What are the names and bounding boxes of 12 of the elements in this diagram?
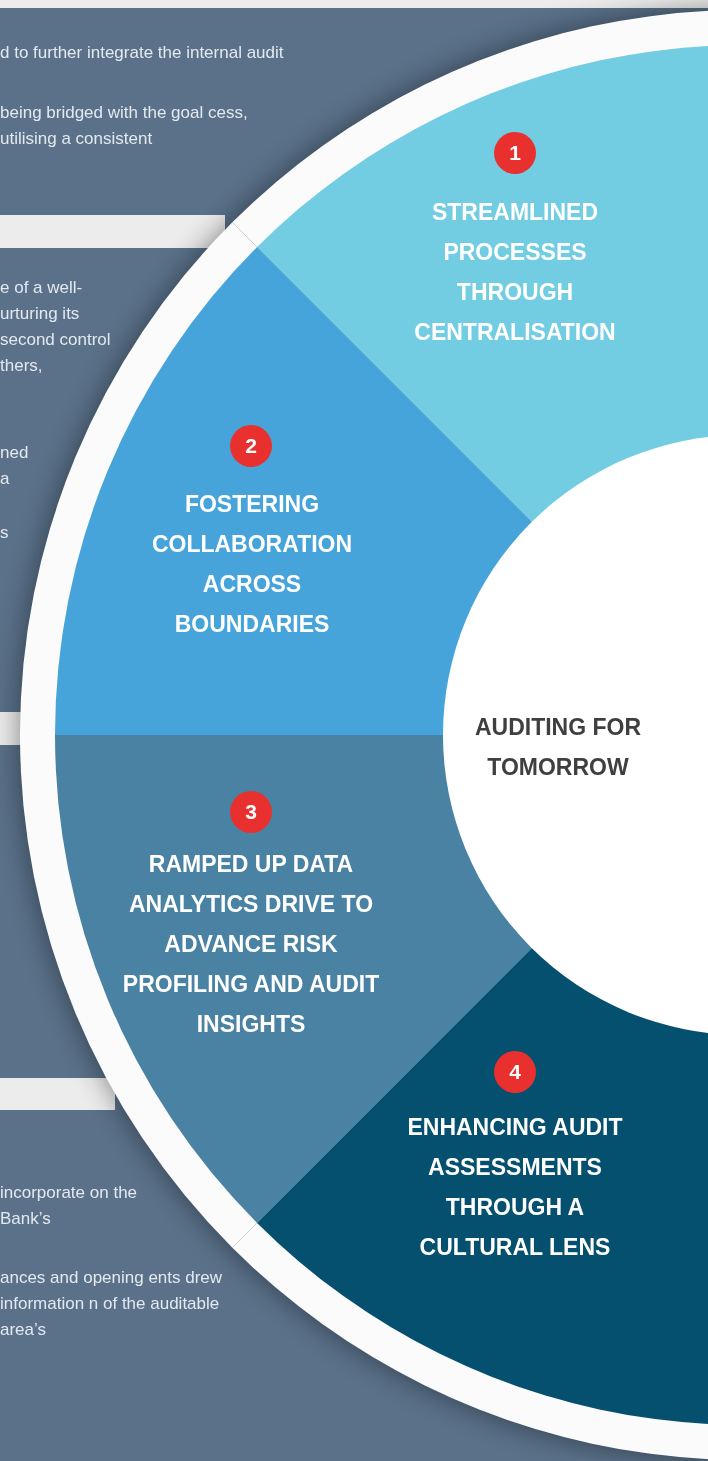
panel-paragraph: being bridged with the goal cess, utilising a consistent: [0, 102, 249, 150]
center-title: AUDITING FOR TOMORROW: [473, 713, 643, 782]
panel-paragraph: incorporate on the Bank’s: [0, 1182, 139, 1230]
panel-paragraph: d to further integrate the internal audit: [0, 42, 285, 64]
panel-paragraph: ances and opening ents drew information n of the auditable area’s: [0, 1267, 224, 1341]
sector-title: RAMPED UP DATA ANALYTICS DRIVE TO ADVANCE RISK PROFILING AND AUDIT INSIGHTS: [121, 850, 381, 1039]
panel-paragraph: s: [0, 522, 10, 544]
panel-paragraph: ned a: [0, 442, 30, 490]
panel-paragraph: e of a well- urturing its second control thers,: [0, 277, 112, 377]
sector-title: ENHANCING AUDIT ASSESSMENTS THROUGH A CULTURAL LENS: [406, 1113, 624, 1262]
sector-title: FOSTERING COLLABORATION ACROSS BOUNDARIES: [150, 490, 354, 639]
sector-title: STREAMLINED PROCESSES THROUGH CENTRALISATION: [413, 198, 617, 347]
